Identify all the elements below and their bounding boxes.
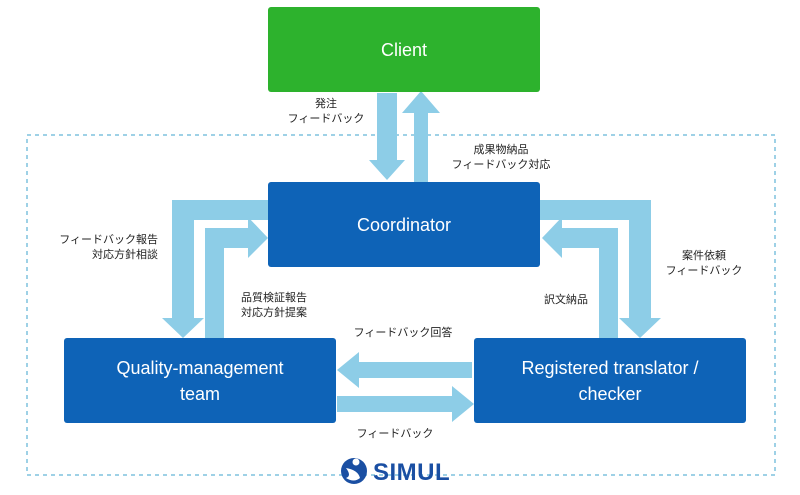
arrow-qm-to-translator	[337, 386, 474, 422]
arrow-coordinator-to-qm	[162, 200, 272, 338]
arrow-qm-to-coordinator	[205, 217, 268, 338]
coordinator-node: Coordinator	[268, 182, 540, 267]
arrow-translator-to-qm	[337, 352, 472, 388]
arrow-translator-to-coordinator	[542, 217, 618, 338]
translator-label-line2: checker	[578, 383, 642, 404]
simul-logo-text: SIMUL	[373, 459, 451, 486]
label-feedback-bottom: フィードバック	[356, 427, 434, 440]
label-translation-delivery: 訳文納品	[544, 293, 588, 306]
translator-node: Registered translator / checker	[474, 338, 746, 423]
translator-label-line1: Registered translator /	[521, 357, 699, 378]
label-deliverables: 成果物納品 フィードバック対応	[451, 143, 551, 171]
simul-logo-icon	[341, 458, 367, 484]
label-feedback-answer: フィードバック回答	[353, 326, 453, 339]
qm-label-line2: team	[179, 383, 221, 404]
label-request: 案件依頼 フィードバック	[665, 249, 743, 277]
arrow-client-to-coordinator	[369, 93, 405, 180]
client-node: Client	[268, 7, 540, 92]
label-quality-report: 品質検証報告 対応方針提案	[241, 291, 307, 319]
label-order: 発注 フィードバック	[287, 97, 365, 125]
client-label: Client	[380, 39, 428, 60]
arrow-coordinator-to-client	[402, 91, 440, 182]
coordinator-label: Coordinator	[356, 214, 452, 235]
quality-management-node: Quality-management team	[64, 338, 336, 423]
qm-label-line1: Quality-management	[116, 357, 284, 378]
arrow-coordinator-to-translator	[540, 200, 661, 338]
label-feedback-report: フィードバック報告 対応方針相談	[59, 233, 158, 261]
